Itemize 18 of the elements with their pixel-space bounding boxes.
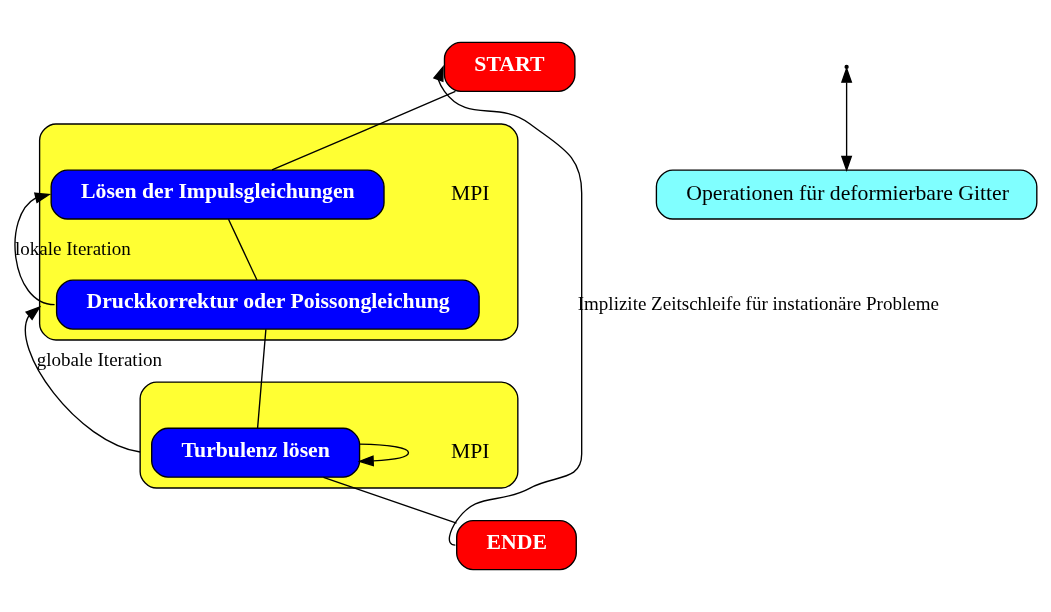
node-label: MPI bbox=[450, 180, 490, 205]
node-box: Lösen der Impulsgleichungen bbox=[50, 169, 385, 220]
edge-label: globale Iteration bbox=[36, 349, 162, 371]
connector bbox=[256, 328, 267, 429]
connector bbox=[322, 476, 458, 524]
node-box: Operationen für deformierbare Gitter bbox=[655, 169, 1038, 220]
connector bbox=[271, 90, 457, 171]
node-box: START bbox=[443, 41, 576, 93]
node-box: Turbulenz lösen bbox=[151, 427, 361, 478]
node-label: MPI bbox=[450, 438, 490, 463]
arrow bbox=[24, 305, 141, 453]
node-box: ENDE bbox=[456, 520, 577, 571]
node-box: Druckkorrektur oder Poissongleichung bbox=[55, 279, 480, 330]
connector bbox=[227, 218, 258, 281]
arrow bbox=[432, 64, 583, 546]
arrow bbox=[840, 66, 853, 172]
arrow bbox=[357, 443, 410, 467]
cluster bbox=[139, 381, 519, 489]
